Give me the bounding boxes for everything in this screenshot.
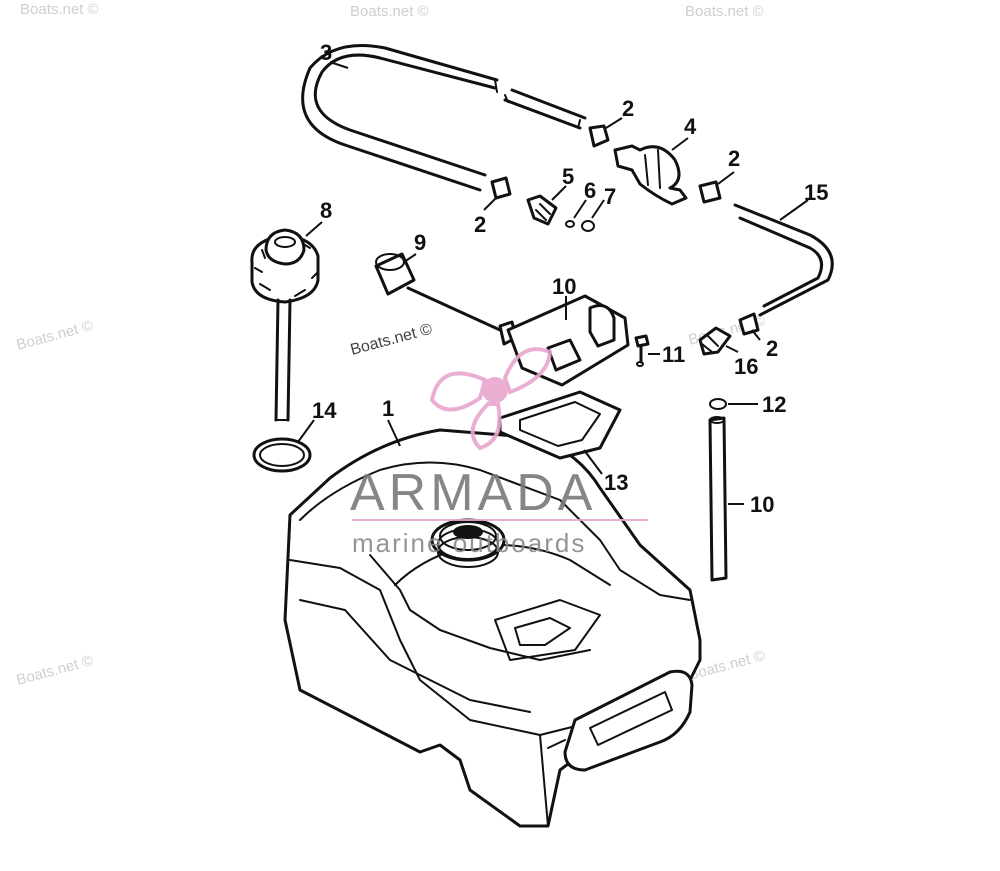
callout-9: 9 [414,230,426,255]
screw [634,334,650,367]
callout-15: 15 [804,180,828,205]
callout-2: 2 [728,146,740,171]
watermark-text: Boats.net © [20,1,99,18]
o-ring [252,437,312,473]
pickup-tube [708,398,728,582]
callout-5: 5 [562,164,574,189]
callout-13: 13 [604,470,628,495]
callout-4: 4 [684,114,697,139]
callout-10: 10 [750,492,774,517]
callout-11: 11 [662,342,685,367]
callout-10: 10 [552,274,576,299]
callout-7: 7 [604,184,616,209]
hose-connector [490,124,760,336]
callout-2: 2 [622,96,634,121]
hose-fitting [526,194,595,232]
gasket [498,390,622,460]
callout-3: 3 [320,40,332,65]
watermark-text: Boats.net © [15,652,95,689]
callout-16: 16 [734,354,758,379]
gauge-plate [506,294,630,387]
callout-1: 1 [382,396,394,421]
fuel-hose-right [733,203,834,317]
callout-8: 8 [320,198,332,223]
callout-labels: 3 2 4 2 15 5 6 7 2 8 9 10 11 16 2 12 14 … [312,40,828,517]
callout-14: 14 [312,398,337,423]
callout-6: 6 [584,178,596,203]
propeller-icon [429,347,553,451]
watermark-text: Boats.net © [685,3,764,20]
fuel-tank [283,428,702,828]
callout-2: 2 [766,336,778,361]
armada-logo: ARMADA marine outboards [350,347,648,558]
brand-name: ARMADA [350,464,596,522]
callout-12: 12 [762,392,786,417]
watermark-text: Boats.net © [15,317,95,354]
elbow-fitting [698,326,732,356]
primer-bulb [613,144,688,206]
watermark-text: Boats.net © [349,321,435,359]
float-arm [374,252,518,346]
watermark-text: Boats.net © [350,3,429,20]
fuel-cap-with-gauge [250,228,320,422]
leader-lines [297,61,809,505]
brand-tagline: marine outboards [352,528,586,558]
fuel-hose-loop [301,44,587,192]
callout-2: 2 [474,212,486,237]
